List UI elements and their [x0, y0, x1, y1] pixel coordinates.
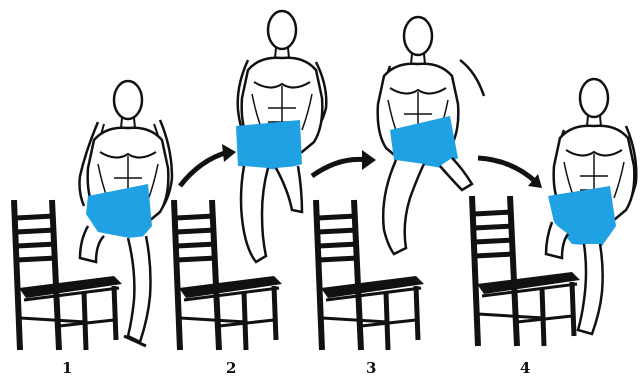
arrow-1-to-2	[180, 144, 236, 186]
arrow-2-to-3	[312, 150, 376, 176]
step-number-4: 4	[520, 360, 530, 376]
step-1-figure	[14, 81, 172, 350]
step-4-figure	[472, 79, 636, 346]
step-number-2: 2	[226, 360, 236, 376]
arrow-3-to-4	[478, 158, 542, 188]
step-2-figure	[174, 11, 326, 350]
step-number-1: 1	[62, 360, 72, 376]
step-number-3: 3	[366, 360, 376, 376]
step-3-figure	[316, 17, 484, 350]
